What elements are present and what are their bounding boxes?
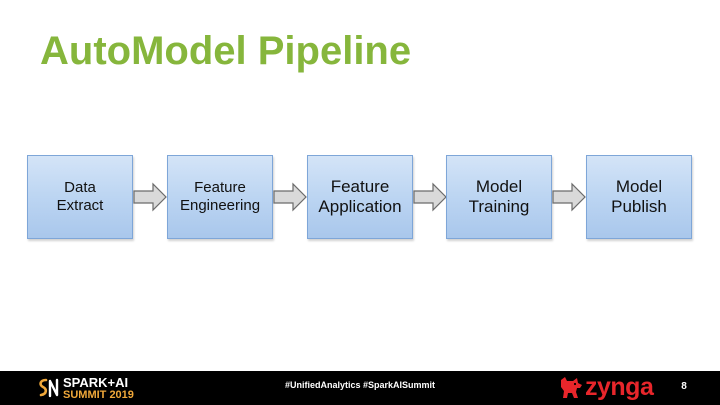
stage-model-publish: Model Publish <box>586 155 692 239</box>
right-arrow-icon <box>413 182 447 212</box>
stage-label: Model Publish <box>611 176 667 216</box>
zynga-logo: zynga <box>558 373 658 402</box>
right-arrow-icon <box>133 182 167 212</box>
stage-feature-engineering: Feature Engineering <box>167 155 273 239</box>
hashtags: #UnifiedAnalytics #SparkAISummit <box>284 380 436 390</box>
footer-bar: SPARK+AI SUMMIT 2019 #UnifiedAnalytics #… <box>0 371 720 405</box>
zynga-dog-icon <box>561 377 582 398</box>
event-name: SPARK+AI <box>63 375 129 390</box>
slide-title: AutoModel Pipeline <box>40 29 412 73</box>
right-arrow-icon <box>273 182 307 212</box>
right-arrow-icon <box>552 182 586 212</box>
spark-ai-summit-logo-icon <box>39 378 59 398</box>
stage-label: Feature Engineering <box>179 179 261 214</box>
stage-label: Model Training <box>468 176 530 216</box>
spark-ai-summit-logo: SPARK+AI SUMMIT 2019 <box>36 375 166 401</box>
stage-data-extract: Data Extract <box>27 155 133 239</box>
stage-feature-application: Feature Application <box>307 155 413 239</box>
page-number: 8 <box>681 381 687 392</box>
stage-label: Feature Application <box>318 176 402 216</box>
stage-model-training: Model Training <box>446 155 552 239</box>
stage-label: Data Extract <box>56 179 104 214</box>
zynga-wordmark: zynga <box>585 373 654 401</box>
event-year: SUMMIT 2019 <box>63 389 134 401</box>
